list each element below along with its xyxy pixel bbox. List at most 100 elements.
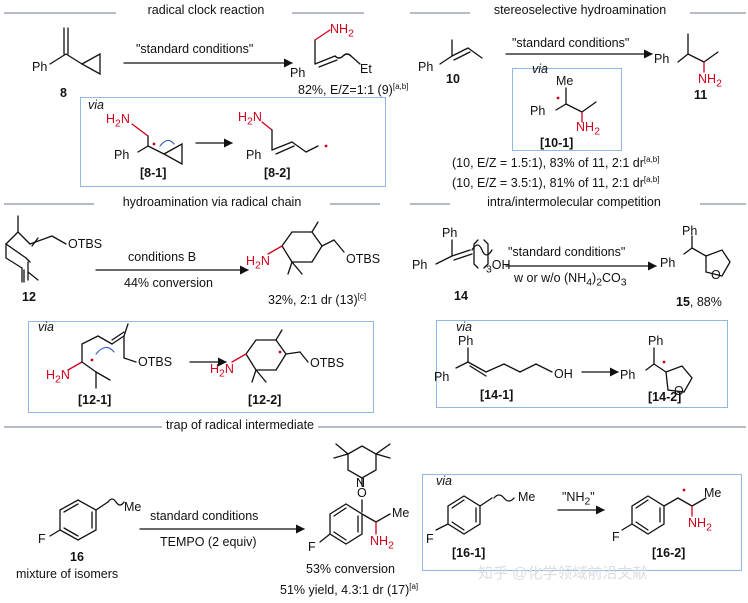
label-ph-8: Ph bbox=[32, 60, 48, 74]
label-oh-14-1: OH bbox=[554, 367, 573, 381]
compound-16-bonds bbox=[49, 498, 125, 541]
intermediate-12-1-label: [12-1] bbox=[78, 393, 112, 407]
label-h2n-12-2: H2N bbox=[210, 362, 234, 380]
result-line-2: (10, E/Z = 3.5:1), 81% of 11, 2:1 dr[a,b… bbox=[452, 175, 660, 191]
label-nh2-17: NH2 bbox=[370, 534, 394, 552]
label-nh2-11: NH2 bbox=[698, 72, 722, 90]
label-me-16-1: Me bbox=[518, 490, 536, 504]
label-h2n-8-1: H2N bbox=[106, 112, 130, 130]
caption-16: mixture of isomers bbox=[16, 567, 119, 581]
yield-s5: 51% yield, 4.3:1 dr (17)[a] bbox=[280, 582, 419, 598]
via-box-s1 bbox=[80, 97, 386, 187]
compound-17-bonds bbox=[319, 443, 391, 545]
conditions-s5: standard conditions bbox=[150, 509, 259, 523]
curly-arrow-12-1 bbox=[95, 346, 115, 355]
label-me-10-1: Me bbox=[556, 74, 574, 88]
compound-12-bonds bbox=[5, 215, 67, 283]
label-otbs-12: OTBS bbox=[68, 237, 103, 251]
label-me-16-2: Me bbox=[704, 486, 722, 500]
label-ph-15-top: Ph bbox=[682, 224, 698, 238]
label-f-16-1: F bbox=[426, 532, 434, 546]
radical-dots bbox=[90, 96, 686, 492]
label-oh-14: 3OH bbox=[486, 258, 511, 276]
yield-s3: 32%, 2:1 dr (13)[c] bbox=[268, 292, 367, 308]
label-f-16: F bbox=[38, 532, 46, 546]
label-f-17: F bbox=[308, 540, 316, 554]
via-label-s3: via bbox=[38, 320, 54, 334]
compound-13-bonds bbox=[267, 221, 345, 275]
divider-s2-left bbox=[410, 12, 470, 14]
divider-s3-left bbox=[4, 203, 94, 205]
intermediate-16-1-bonds bbox=[435, 494, 515, 535]
section-title-competition: intra/intermolecular competition bbox=[487, 195, 661, 209]
compound-15-bonds bbox=[683, 235, 731, 277]
via-box-s2 bbox=[512, 68, 622, 151]
via-box-s5 bbox=[422, 474, 742, 571]
via-label-s5: via bbox=[436, 474, 452, 488]
yield-s1: 82%, E/Z=1:1 (9)[a,b] bbox=[298, 82, 409, 98]
via-label-s1: via bbox=[88, 98, 104, 112]
intermediate-14-2-label: [14-2] bbox=[648, 390, 682, 404]
divider-s4-left bbox=[410, 203, 450, 205]
intermediate-10-1-bonds bbox=[555, 87, 597, 123]
label-nh2-9: NH2 bbox=[330, 22, 354, 40]
conversion-s3: 44% conversion bbox=[124, 276, 213, 290]
label-me-16: Me bbox=[124, 500, 142, 514]
divider-s4-right bbox=[700, 203, 746, 205]
compound-14-bonds bbox=[435, 239, 493, 269]
label-ph-10-1: Ph bbox=[530, 104, 546, 118]
label-o-14-2: O bbox=[674, 384, 684, 398]
intermediate-10-1-label: [10-1] bbox=[540, 136, 574, 150]
intermediate-12-2-label: [12-2] bbox=[248, 393, 282, 407]
divider-s5-left bbox=[4, 426, 162, 428]
divider-s5-right bbox=[318, 426, 746, 428]
yield-s4: 15, 88% bbox=[676, 295, 722, 309]
section-title-radical-clock: radical clock reaction bbox=[147, 3, 265, 17]
compound-number-14: 14 bbox=[454, 289, 468, 303]
label-ph-10: Ph bbox=[418, 60, 434, 74]
label-ph-14-left: Ph bbox=[412, 258, 428, 272]
label-et-9: Et bbox=[360, 62, 372, 76]
intermediate-8-1-bonds bbox=[131, 123, 183, 166]
label-ph-8-1: Ph bbox=[114, 148, 130, 162]
label-me-17: Me bbox=[392, 506, 410, 520]
intermediate-16-2-label: [16-2] bbox=[652, 546, 686, 560]
compound-number-16: 16 bbox=[70, 550, 84, 564]
conditions2-s5: TEMPO (2 equiv) bbox=[160, 535, 257, 549]
label-h2n-12-1: H2N bbox=[46, 368, 70, 386]
intermediate-12-2-bonds bbox=[231, 329, 309, 383]
label-otbs-12-1: OTBS bbox=[138, 355, 173, 369]
label-nh2-10-1: NH2 bbox=[576, 120, 600, 138]
divider-s1-right bbox=[292, 12, 364, 14]
label-n-17: N bbox=[356, 476, 366, 490]
label-ph-15-left: Ph bbox=[660, 256, 676, 270]
via-box-s3 bbox=[28, 321, 374, 413]
compound-10-bonds bbox=[439, 39, 483, 65]
compound-9-bonds bbox=[314, 29, 361, 68]
reagent-s5: "NH2" bbox=[562, 490, 595, 508]
section-title-stereoselective: stereoselective hydroamination bbox=[493, 3, 667, 17]
via-label-s4: via bbox=[456, 320, 472, 334]
label-h2n-8-2: H2N bbox=[238, 110, 262, 128]
intermediate-8-2-label: [8-2] bbox=[264, 166, 291, 180]
conditions-s1: "standard conditions" bbox=[136, 42, 254, 56]
label-ph-14-2-left: Ph bbox=[620, 368, 636, 382]
intermediate-8-1-label: [8-1] bbox=[140, 166, 167, 180]
label-ph-14-top: Ph bbox=[442, 226, 458, 240]
label-ph-14-1-left: Ph bbox=[434, 370, 450, 384]
label-ph-14-1-top: Ph bbox=[458, 334, 474, 348]
result-line-1: (10, E/Z = 1.5:1), 83% of 11, 2:1 dr[a,b… bbox=[452, 155, 660, 171]
watermark: 知乎 @化学领域前沿文献 bbox=[478, 565, 648, 582]
label-ph-14-2-top: Ph bbox=[648, 334, 664, 348]
compound-8-bonds bbox=[49, 27, 101, 76]
intermediate-16-2-bonds bbox=[621, 495, 707, 535]
label-ph-11: Ph bbox=[654, 52, 670, 66]
intermediate-12-1-bonds bbox=[67, 323, 137, 389]
conditions-s4: "standard conditions" bbox=[508, 245, 626, 259]
curly-arrow-8-1 bbox=[159, 139, 175, 147]
intermediate-14-1-label: [14-1] bbox=[480, 388, 514, 402]
conditions2-s4: w or w/o (NH4)2CO3 bbox=[514, 271, 627, 289]
label-nh2-16-2: NH2 bbox=[688, 516, 712, 534]
section-title-radical-trap: trap of radical intermediate bbox=[166, 418, 314, 432]
